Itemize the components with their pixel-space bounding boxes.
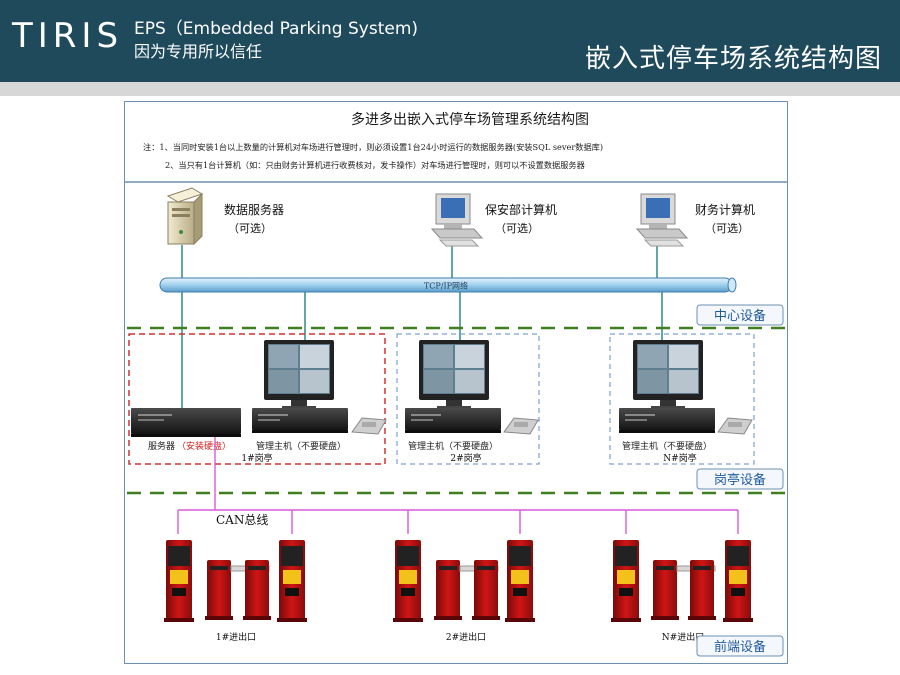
gate-1-exit-barrier-icon — [243, 560, 271, 620]
booth-1-server-note: （安装硬盘） — [177, 440, 231, 452]
booth-n-reader-icon — [717, 417, 753, 435]
gate-n-entry-barrier-icon — [651, 560, 679, 620]
booth-2-reader-icon — [503, 417, 539, 435]
data-server-icon — [166, 187, 204, 246]
booth-n-box — [609, 333, 755, 465]
gate-n-label: N#进出口 — [662, 631, 704, 643]
gate-n-exit-kiosk-icon — [723, 540, 753, 622]
can-bus — [177, 437, 739, 534]
booth-1-name: 1#岗亭 — [241, 452, 272, 464]
booth-1-server-label: 服务器 — [148, 440, 175, 452]
network-label: TCP/IP网络 — [424, 281, 468, 291]
front-section-tag — [696, 635, 784, 657]
gate-1-entry-kiosk-icon — [164, 540, 194, 622]
center-section-tag — [696, 304, 784, 326]
slide-title: 嵌入式停车场系统结构图 — [584, 44, 882, 74]
finance-computer-label: 财务计算机 — [695, 202, 755, 217]
gate-2-exit-kiosk-icon — [505, 540, 535, 622]
booth-1-monitor-icon — [264, 340, 334, 409]
booth-n-host-label: 管理主机（不要硬盘） — [622, 440, 712, 452]
header-bar — [0, 0, 900, 82]
gate-n-entry-kiosk-icon — [611, 540, 641, 622]
gate-n-exit-barrier-icon — [688, 560, 716, 620]
booth-2-host-label: 管理主机（不要硬盘） — [408, 440, 498, 452]
booth-1-reader-icon — [351, 417, 387, 435]
booth-section-tag — [696, 468, 784, 490]
booth-n-host-icon — [619, 408, 715, 433]
gate-2-entry-barrier-icon — [434, 560, 462, 620]
booth-2-monitor-icon — [419, 340, 489, 409]
booth-2-host-icon — [405, 408, 501, 433]
note-1: 注：1、当同时安装1台以上数量的计算机对车场进行管理时，则必须设置1台24小时运… — [143, 142, 603, 152]
booth-2-name: 2#岗亭 — [450, 452, 481, 464]
finance-computer-icon — [636, 193, 688, 247]
gate-1-entry-barrier-icon — [205, 560, 233, 620]
gate-2-exit-barrier-icon — [472, 560, 500, 620]
center-section-label: 中心设备 — [714, 308, 766, 324]
security-computer-sub: （可选） — [495, 222, 539, 235]
booth-n-monitor-icon — [633, 340, 703, 409]
security-computer-label: 保安部计算机 — [485, 202, 557, 217]
data-server-label: 数据服务器 — [224, 202, 284, 217]
booth-section-label: 岗亭设备 — [714, 472, 766, 488]
finance-computer-sub: （可选） — [705, 222, 749, 235]
can-bus-label: CAN总线 — [216, 513, 268, 527]
data-server-sub: （可选） — [228, 222, 272, 235]
security-computer-icon — [431, 193, 483, 247]
diagram-title: 多进多出嵌入式停车场管理系统结构图 — [351, 111, 589, 128]
subtitle-cn: 因为专用所以信任 — [134, 42, 263, 61]
tcp-ip-network-bus — [159, 277, 737, 293]
subtitle-en: EPS（Embedded Parking System) — [134, 19, 419, 39]
booth-1-host-label: 管理主机（不要硬盘） — [256, 440, 346, 452]
brand-logo: TIRIS — [12, 16, 124, 56]
gate-1-exit-kiosk-icon — [277, 540, 307, 622]
note-2: 2、当只有1台计算机（如：只由财务计算机进行收费核对，发卡操作）对车场进行管理时… — [165, 160, 585, 170]
gate-2-label: 2#进出口 — [446, 631, 486, 643]
gate-1-label: 1#进出口 — [216, 631, 256, 643]
booth-1-server-icon — [131, 408, 241, 437]
header-divider — [0, 82, 900, 96]
booth-2-box — [396, 333, 540, 465]
booth-1-box — [128, 333, 386, 465]
booth-n-name: N#岗亭 — [663, 452, 696, 464]
gate-2-entry-kiosk-icon — [393, 540, 423, 622]
booth-1-host-icon — [252, 408, 348, 433]
front-section-label: 前端设备 — [714, 639, 766, 655]
